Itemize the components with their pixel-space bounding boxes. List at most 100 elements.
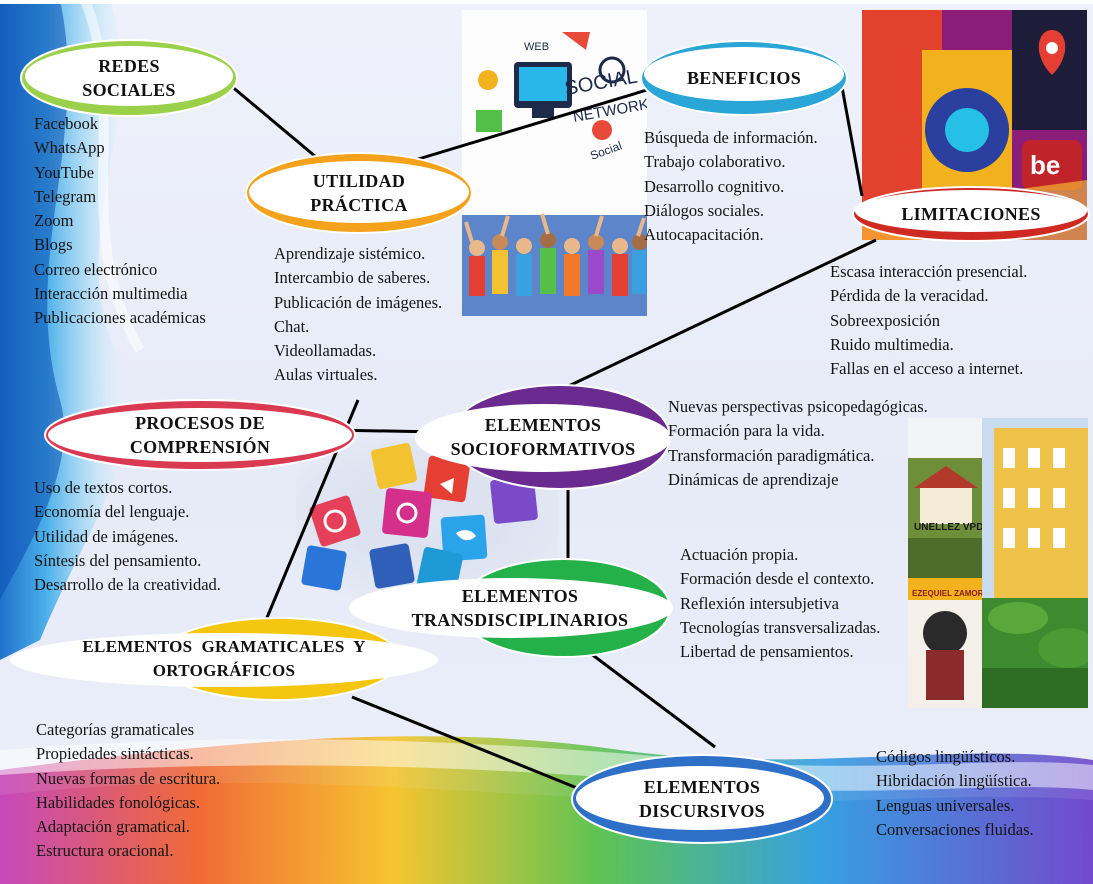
- list-item: Videollamadas.: [274, 341, 377, 361]
- list-item: Diálogos sociales.: [644, 200, 765, 220]
- list-item: Pérdida de la veracidad.: [830, 286, 989, 306]
- social-network-illustration: SOCIAL NETWORK WEB Social: [462, 10, 647, 316]
- list-limitaciones: Escasa interacción presencial. Pérdida de…: [830, 260, 1027, 381]
- node-elementos-discursivos[interactable]: ELEMENTOS DISCURSIVOS: [568, 752, 836, 846]
- ellipse-procesos-comprension: [44, 399, 356, 471]
- list-elementos-discursivos: Códigos lingüísticos. Hibridación lingüís…: [876, 745, 1034, 842]
- list-item: Hibridación lingüística.: [876, 771, 1032, 791]
- list-item: Formación desde el contexto.: [680, 569, 875, 589]
- list-item: Nuevas perspectivas psicopedagógicas.: [668, 397, 928, 416]
- list-item: Ruido multimedia.: [830, 334, 954, 354]
- ellipse-elementos-discursivos: [571, 754, 833, 844]
- list-item: Habilidades fonológicas.: [36, 792, 201, 812]
- list-item: Autocapacitación.: [644, 225, 764, 245]
- list-item: Adaptación gramatical.: [36, 817, 190, 837]
- list-elementos-transdisciplinarios: Actuación propia. Formación desde el cont…: [680, 543, 880, 664]
- ellipse-elementos-socioformativos: [415, 384, 671, 490]
- node-limitaciones-line1: LIMITACIONES: [901, 204, 1041, 224]
- list-item: Libertad de pensamientos.: [680, 642, 854, 662]
- list-item: Dinámicas de aprendizaje: [668, 469, 839, 489]
- list-item: Sobreexposición: [830, 310, 940, 330]
- ellipse-utilidad-practica: [245, 152, 473, 234]
- list-utilidad-practica: Aprendizaje sistémico. Intercambio de sab…: [274, 242, 442, 388]
- list-item: Estructura oracional.: [36, 841, 174, 861]
- node-utilidad-line2: PRÁCTICA: [310, 195, 408, 215]
- campus-sign-text: UNELLEZ VPDR: [914, 522, 991, 533]
- node-elementos-gramaticales[interactable]: ELEMENTOS GRAMATICALES Y ORTOGRÁFICOS: [6, 616, 442, 702]
- list-item: Economía del lenguaje.: [34, 502, 190, 522]
- node-procesos-line2: COMPRENSIÓN: [129, 437, 271, 457]
- node-redes-line1: REDES: [98, 56, 160, 76]
- list-item: Chat.: [274, 316, 310, 336]
- list-item: Zoom: [34, 211, 74, 231]
- list-item: Aprendizaje sistémico.: [274, 244, 426, 263]
- svg-text:be: be: [1030, 150, 1060, 180]
- list-item: Códigos lingüísticos.: [876, 747, 1016, 766]
- list-item: Uso de textos cortos.: [34, 478, 173, 497]
- list-item: Reflexión intersubjetiva: [680, 593, 839, 613]
- list-beneficios: Búsqueda de información. Trabajo colabora…: [644, 126, 818, 247]
- node-beneficios-line1: BENEFICIOS: [686, 68, 802, 88]
- list-item: Intercambio de saberes.: [274, 268, 431, 288]
- list-item: Transformación paradigmática.: [668, 445, 875, 465]
- ellipse-redes-sociales: [20, 39, 238, 117]
- node-transdisciplinarios-line2: TRANSDISCIPLINARIOS: [411, 610, 629, 630]
- list-item: Síntesis del pensamiento.: [34, 550, 202, 570]
- node-limitaciones[interactable]: LIMITACIONES: [850, 185, 1092, 243]
- list-item: Formación para la vida.: [668, 421, 825, 441]
- ellipse-elementos-transdisciplinarios: [349, 558, 673, 658]
- list-item: Interacción multimedia: [34, 284, 188, 304]
- node-transdisciplinarios-line1: ELEMENTOS: [461, 586, 579, 606]
- list-item: Telegram: [34, 186, 97, 206]
- node-gramaticales-line2: ORTOGRÁFICOS: [152, 661, 296, 680]
- list-item: Utilidad de imágenes.: [34, 526, 179, 546]
- node-redes-line2: SOCIALES: [82, 80, 176, 100]
- node-redes-sociales[interactable]: REDES SOCIALES: [18, 36, 240, 120]
- svg-text:WEB: WEB: [524, 41, 549, 53]
- ellipse-limitaciones: [852, 186, 1090, 242]
- list-item: Tecnologías transversalizadas.: [680, 617, 881, 637]
- node-discursivos-line1: ELEMENTOS: [643, 777, 761, 797]
- node-discursivos-line2: DISCURSIVOS: [639, 801, 765, 821]
- node-utilidad-line1: UTILIDAD: [312, 171, 406, 191]
- list-item: Búsqueda de información.: [644, 128, 818, 147]
- list-item: Blogs: [34, 235, 73, 255]
- list-item: YouTube: [34, 162, 95, 182]
- list-item: Aulas virtuales.: [274, 365, 378, 385]
- node-elementos-socioformativos[interactable]: ELEMENTOS SOCIOFORMATIVOS: [412, 382, 674, 492]
- list-elementos-socioformativos: Nuevas perspectivas psicopedagógicas. For…: [668, 395, 928, 492]
- list-item: Categorías gramaticales: [36, 720, 195, 739]
- node-beneficios[interactable]: BENEFICIOS: [638, 38, 850, 118]
- list-item: Facebook: [34, 114, 99, 133]
- list-item: Conversaciones fluidas.: [876, 819, 1034, 839]
- list-item: Actuación propia.: [680, 545, 799, 564]
- list-item: Correo electrónico: [34, 259, 158, 279]
- list-item: Propiedades sintácticas.: [36, 744, 194, 764]
- list-item: Fallas en el acceso a internet.: [830, 359, 1024, 379]
- node-gramaticales-line1: ELEMENTOS GRAMATICALES Y: [82, 637, 366, 656]
- list-item: Lenguas universales.: [876, 795, 1015, 815]
- list-item: Desarrollo cognitivo.: [644, 176, 785, 196]
- node-socioformativos-line1: ELEMENTOS: [484, 415, 602, 435]
- campus-photo-collage: UNELLEZ VPDR EZEQUIEL ZAMORA: [908, 418, 1088, 708]
- node-procesos-comprension[interactable]: PROCESOS DE COMPRENSIÓN: [40, 397, 360, 473]
- list-item: Desarrollo de la creatividad.: [34, 575, 221, 595]
- list-procesos-comprension: Uso de textos cortos. Economía del lengua…: [34, 476, 221, 597]
- list-item: Publicación de imágenes.: [274, 292, 443, 312]
- list-item: Escasa interacción presencial.: [830, 262, 1028, 281]
- node-socioformativos-line2: SOCIOFORMATIVOS: [450, 439, 636, 459]
- node-procesos-line1: PROCESOS DE: [135, 413, 265, 433]
- list-item: WhatsApp: [34, 138, 105, 158]
- ellipse-elementos-gramaticales: [10, 617, 438, 701]
- portrait-caption-text: EZEQUIEL ZAMORA: [912, 589, 989, 598]
- node-elementos-transdisciplinarios[interactable]: ELEMENTOS TRANSDISCIPLINARIOS: [346, 556, 676, 660]
- list-item: Publicaciones académicas: [34, 308, 206, 328]
- list-item: Trabajo colaborativo.: [644, 152, 786, 172]
- node-utilidad-practica[interactable]: UTILIDAD PRÁCTICA: [243, 150, 475, 236]
- ellipse-beneficios: [640, 40, 848, 116]
- list-item: Nuevas formas de escritura.: [36, 768, 221, 788]
